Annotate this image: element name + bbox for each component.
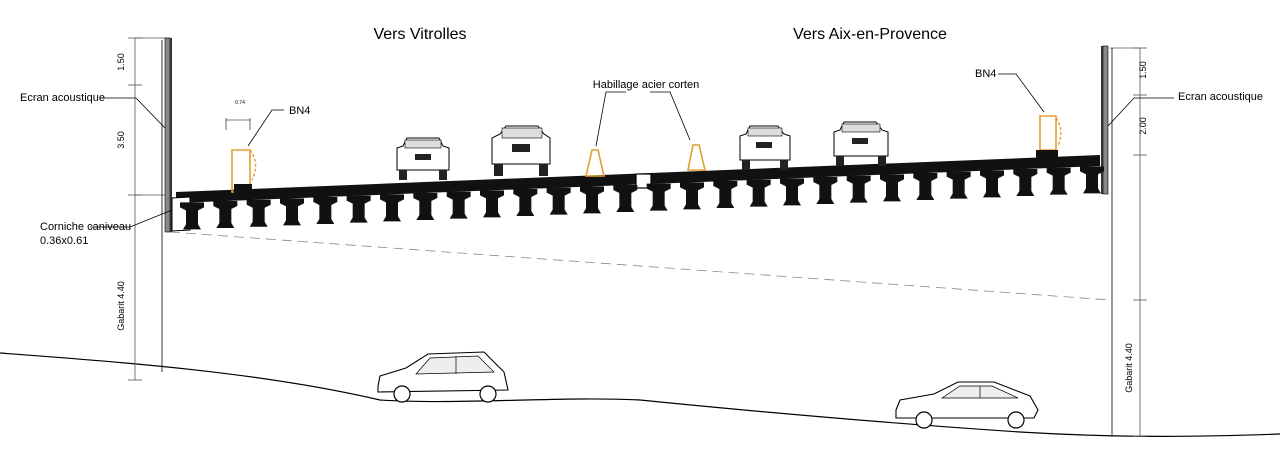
- bn4-barrier-left: [225, 118, 257, 193]
- bn4-width-dimension: 0.74: [235, 100, 245, 106]
- dim-right-2-00: 2.00: [1138, 117, 1148, 135]
- label-corniche-dimensions: 0.36x0.61: [40, 235, 88, 247]
- deck-beam: [480, 190, 504, 218]
- deck-beam: [380, 194, 404, 222]
- deck-beam: [913, 172, 938, 200]
- clearance-dashed-line: [169, 231, 1111, 301]
- right-acoustic-screen: [1101, 45, 1109, 195]
- car-deck-2: [491, 125, 551, 176]
- dim-right-gabarit: Gabarit 4.40: [1124, 343, 1134, 393]
- dim-left-3-50: 3.50: [116, 131, 126, 149]
- deck-beam: [713, 181, 738, 209]
- car-deck-4: [833, 121, 889, 166]
- leader-lines: [90, 73, 1174, 228]
- corten-cladding-right: [687, 144, 707, 171]
- label-ecran-acoustique-right: Ecran acoustique: [1178, 91, 1263, 103]
- deck-beam: [180, 202, 204, 230]
- dim-left-gabarit: Gabarit 4.40: [116, 281, 126, 331]
- ground-line: [0, 352, 1280, 437]
- deck-beam: [446, 191, 471, 219]
- label-bn4-right: BN4: [975, 68, 996, 80]
- heading-vitrolles: Vers Vitrolles: [373, 26, 466, 43]
- deck-beam: [313, 197, 338, 225]
- deck-beam: [413, 193, 438, 221]
- left-dimension-chain: [128, 37, 170, 381]
- deck-beams-group: [180, 166, 1104, 230]
- dim-right-1-50: 1.50: [1138, 61, 1148, 79]
- deck-beam: [213, 201, 238, 229]
- deck-beam: [1080, 166, 1104, 194]
- deck-beam: [546, 187, 571, 215]
- deck-beam: [513, 189, 538, 217]
- corten-cladding-left: [584, 149, 606, 177]
- deck-beam: [746, 179, 771, 207]
- car-deck-3: [739, 125, 791, 170]
- heading-aix-en-provence: Vers Aix-en-Provence: [793, 26, 947, 43]
- deck-beam: [680, 182, 704, 210]
- label-ecran-acoustique-left: Ecran acoustique: [20, 92, 105, 104]
- deck-beam: [1046, 167, 1071, 195]
- deck-beam: [246, 199, 271, 227]
- label-habillage-acier-corten: Habillage acier corten: [593, 79, 699, 91]
- label-bn4-left: BN4: [289, 105, 310, 117]
- left-acoustic-screen: [164, 37, 172, 233]
- deck-beam: [346, 195, 371, 223]
- dim-left-1-50: 1.50: [116, 53, 126, 71]
- deck-beam: [1013, 168, 1038, 196]
- deck-beam: [846, 175, 871, 203]
- deck-beam: [580, 186, 604, 214]
- car-under-right: [895, 381, 1039, 429]
- label-corniche-caniveau: Corniche caniveau: [40, 221, 131, 233]
- car-deck-1: [396, 137, 450, 180]
- deck-beam: [646, 183, 671, 211]
- right-dimension-chain: [1110, 47, 1147, 437]
- deck-beam: [813, 176, 838, 204]
- deck-beam: [946, 171, 971, 199]
- deck-beam: [980, 170, 1004, 198]
- bn4-barrier-right: [1036, 115, 1062, 159]
- deck-beam: [613, 185, 638, 213]
- deck-beam: [780, 178, 804, 206]
- deck-beam: [280, 198, 304, 226]
- car-under-left: [377, 351, 509, 403]
- deck-beam: [880, 174, 904, 202]
